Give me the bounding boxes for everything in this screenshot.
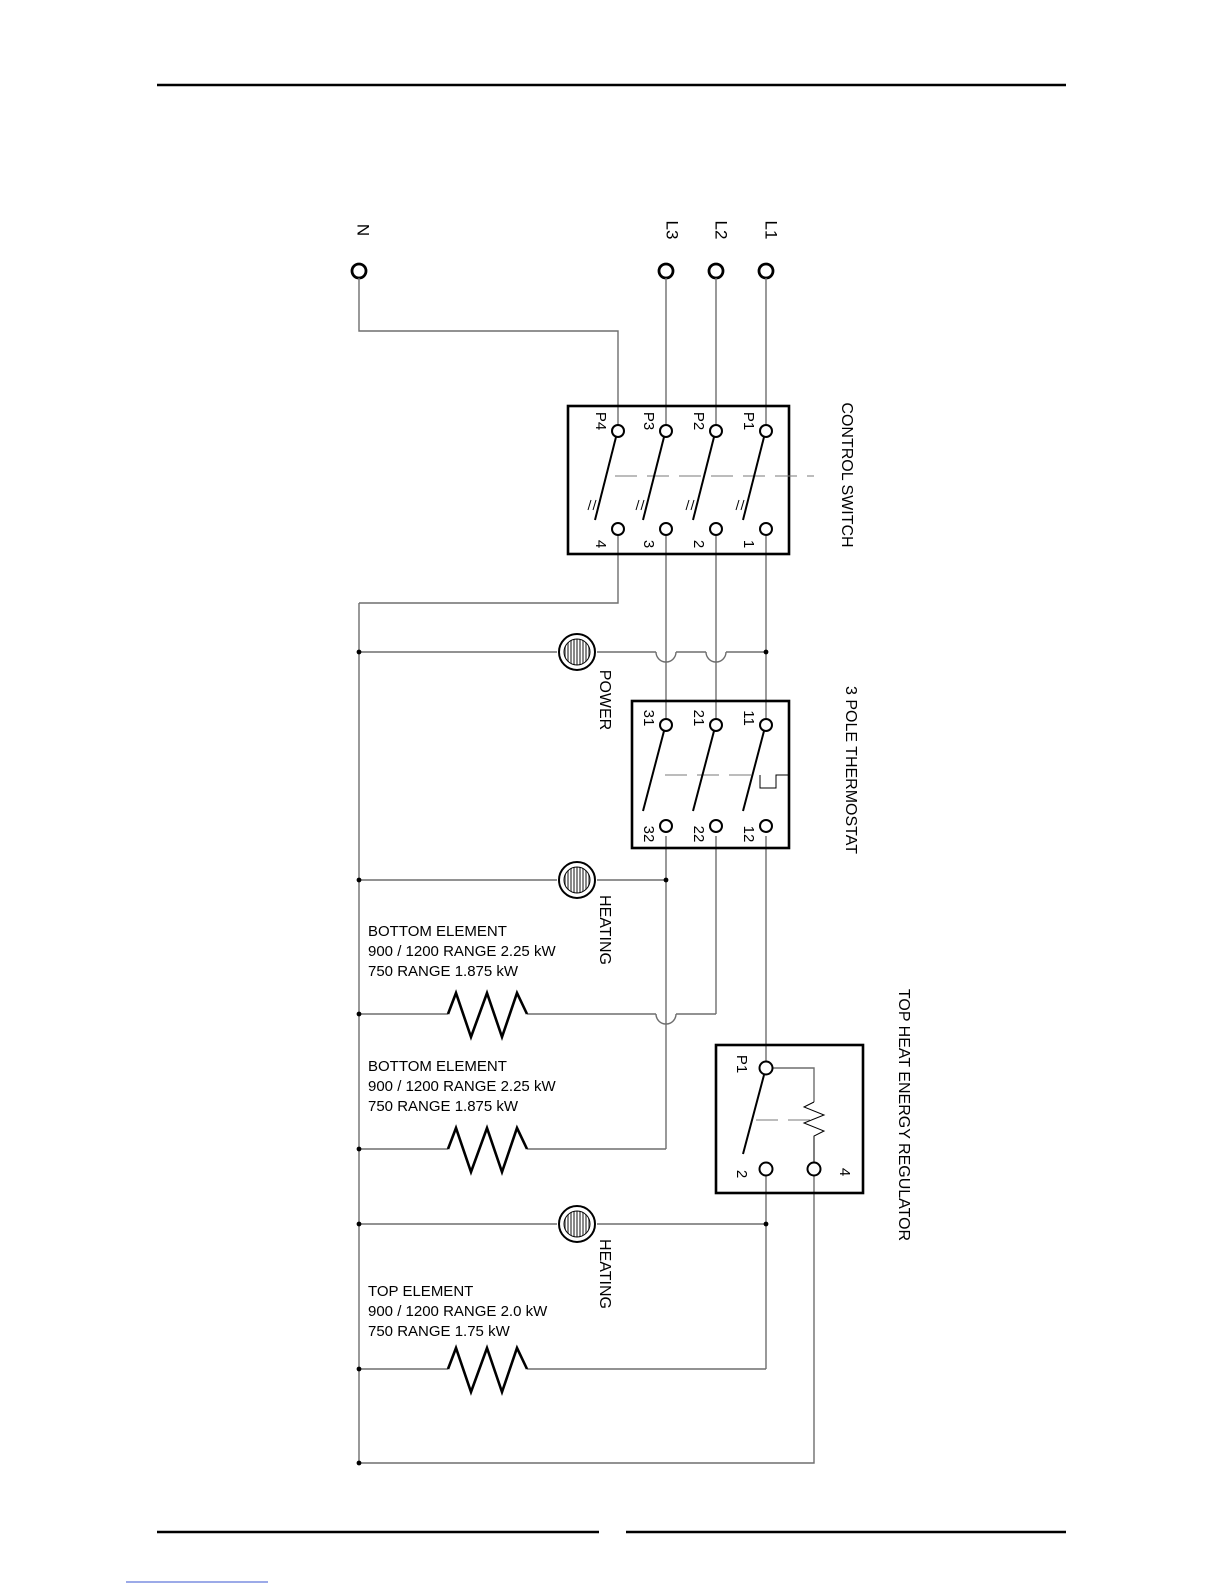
thermostat-title: 3 POLE THERMOSTAT bbox=[842, 686, 859, 854]
terminal-label-l1: L1 bbox=[762, 221, 781, 240]
top-element-spec-b: 750 RANGE 1.75 kW bbox=[368, 1323, 511, 1340]
th-contact-3 bbox=[642, 730, 665, 812]
bottom-element-2: BOTTOM ELEMENT 900 / 1200 RANGE 2.25 kW … bbox=[368, 1058, 556, 1177]
terminal-l2 bbox=[707, 262, 725, 280]
th-terminal-11 bbox=[759, 718, 773, 732]
cs-label-p3: P3 bbox=[640, 412, 657, 430]
cs-contact-2 bbox=[692, 436, 715, 521]
bottom-element-2-spec-a: 900 / 1200 RANGE 2.25 kW bbox=[368, 1078, 556, 1095]
terminal-n bbox=[350, 262, 368, 280]
top-element: TOP ELEMENT 900 / 1200 RANGE 2.0 kW 750 … bbox=[368, 1283, 548, 1397]
power-lamp-label: POWER bbox=[596, 670, 613, 730]
cs-terminal-2 bbox=[709, 522, 723, 536]
th-contact-2 bbox=[692, 730, 715, 812]
th-terminal-21 bbox=[709, 718, 723, 732]
cs-contact-3 bbox=[642, 436, 665, 521]
power-lamp: POWER bbox=[558, 633, 613, 730]
terminal-label-n: N bbox=[354, 224, 373, 236]
cs-label-p1: P1 bbox=[740, 412, 757, 430]
th-terminal-22 bbox=[709, 819, 723, 833]
th-label-21: 21 bbox=[690, 710, 707, 727]
reg-heater-resistor bbox=[802, 1101, 826, 1162]
terminal-label-l2: L2 bbox=[712, 221, 731, 240]
reg-terminal-2 bbox=[758, 1161, 774, 1177]
thermostat: 31 21 11 32 22 12 3 POLE THERMOSTAT bbox=[630, 686, 859, 854]
th-label-12: 12 bbox=[740, 826, 757, 843]
control-switch: P4 P3 P2 P1 4 3 2 1 CONTROL SWITCH bbox=[566, 402, 855, 556]
cs-terminal-1 bbox=[759, 522, 773, 536]
bottom-element-1-resistor bbox=[446, 989, 529, 1042]
energy-regulator-title: TOP HEAT ENERGY REGULATOR bbox=[895, 989, 912, 1241]
cs-contact-4 bbox=[594, 436, 617, 521]
bottom-element-1: BOTTOM ELEMENT 900 / 1200 RANGE 2.25 kW … bbox=[368, 923, 556, 1042]
cs-label-p4: P4 bbox=[592, 412, 609, 430]
th-label-31: 31 bbox=[640, 710, 657, 727]
th-label-11: 11 bbox=[740, 710, 757, 726]
reg-terminal-p1 bbox=[758, 1060, 774, 1076]
reg-label-p1: P1 bbox=[733, 1055, 750, 1073]
cs-terminal-p2 bbox=[709, 424, 723, 438]
control-switch-box bbox=[566, 404, 791, 556]
bottom-element-1-spec-b: 750 RANGE 1.875 kW bbox=[368, 963, 519, 980]
cs-label-1: 1 bbox=[740, 540, 757, 548]
bottom-element-2-resistor bbox=[446, 1124, 529, 1177]
heating-lamp-1: HEATING bbox=[558, 861, 613, 965]
heating-lamp-2-label: HEATING bbox=[596, 1239, 613, 1309]
reg-label-2: 2 bbox=[733, 1170, 750, 1178]
terminal-l1 bbox=[757, 262, 775, 280]
reg-terminal-4 bbox=[806, 1161, 822, 1177]
energy-regulator: P1 2 4 TOP HEAT ENERGY REGULATOR bbox=[714, 989, 912, 1241]
cs-terminal-p1 bbox=[759, 424, 773, 438]
cs-terminal-p4 bbox=[611, 424, 625, 438]
th-label-32: 32 bbox=[640, 826, 657, 843]
top-element-resistor bbox=[446, 1344, 529, 1397]
power-lamp-icon bbox=[563, 638, 591, 666]
cs-terminal-4 bbox=[611, 522, 625, 536]
heating-lamp-2-icon bbox=[563, 1210, 591, 1238]
bottom-element-1-name: BOTTOM ELEMENT bbox=[368, 923, 507, 940]
supply-terminals: N L3 L2 L1 bbox=[350, 221, 781, 280]
top-element-name: TOP ELEMENT bbox=[368, 1283, 473, 1300]
th-terminal-12 bbox=[759, 819, 773, 833]
cs-label-4: 4 bbox=[592, 540, 609, 548]
terminal-label-l3: L3 bbox=[663, 221, 682, 240]
bottom-element-2-spec-b: 750 RANGE 1.875 kW bbox=[368, 1098, 519, 1115]
th-label-22: 22 bbox=[690, 826, 707, 843]
terminal-l3 bbox=[657, 262, 675, 280]
cs-contact-1 bbox=[742, 436, 765, 521]
th-contact-1 bbox=[742, 730, 765, 812]
wiring bbox=[358, 278, 815, 1464]
heating-lamp-1-label: HEATING bbox=[596, 895, 613, 965]
cs-terminal-p3 bbox=[659, 424, 673, 438]
reg-label-4: 4 bbox=[836, 1168, 853, 1176]
junction-dots bbox=[356, 649, 769, 1466]
reg-contact bbox=[742, 1074, 765, 1155]
cs-label-2: 2 bbox=[690, 540, 707, 548]
th-terminal-31 bbox=[659, 718, 673, 732]
th-terminal-32 bbox=[659, 819, 673, 833]
cs-label-3: 3 bbox=[640, 540, 657, 548]
bottom-element-1-spec-a: 900 / 1200 RANGE 2.25 kW bbox=[368, 943, 556, 960]
cs-terminal-3 bbox=[659, 522, 673, 536]
heating-lamp-2: HEATING bbox=[558, 1205, 613, 1309]
control-switch-title: CONTROL SWITCH bbox=[838, 402, 855, 547]
cs-label-p2: P2 bbox=[690, 412, 707, 430]
energy-regulator-box bbox=[714, 1043, 865, 1195]
bottom-element-2-name: BOTTOM ELEMENT bbox=[368, 1058, 507, 1075]
heating-lamp-1-icon bbox=[563, 866, 591, 894]
top-element-spec-a: 900 / 1200 RANGE 2.0 kW bbox=[368, 1303, 548, 1320]
